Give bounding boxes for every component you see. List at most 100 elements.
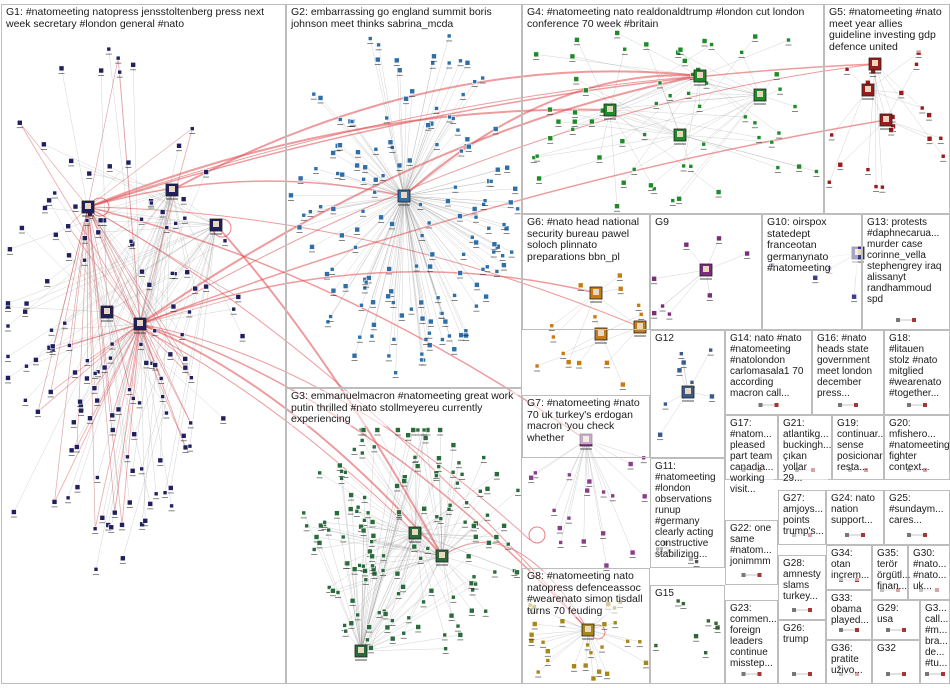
node <box>837 161 844 168</box>
edge <box>139 323 192 424</box>
node <box>642 132 647 137</box>
inter-group-edge <box>87 63 876 208</box>
node <box>22 308 28 315</box>
node <box>612 620 618 626</box>
node <box>46 197 52 204</box>
hub-node-face <box>637 323 643 329</box>
hub-node-face <box>412 529 418 535</box>
edge <box>533 134 681 158</box>
node <box>370 299 376 306</box>
group-panel-g17: G17: #natom... pleased part team canadia… <box>725 415 778 495</box>
node <box>421 427 427 433</box>
edge <box>531 629 589 635</box>
node <box>330 150 336 156</box>
node <box>459 472 465 477</box>
edge <box>106 218 185 313</box>
node <box>11 509 17 515</box>
node <box>560 351 566 356</box>
node <box>464 59 471 66</box>
node <box>844 66 850 72</box>
node <box>106 46 112 52</box>
node <box>629 549 636 556</box>
edge <box>341 195 405 236</box>
node <box>304 523 309 529</box>
group-label-g34: G34: otan increm... <box>831 548 870 581</box>
node <box>855 628 859 632</box>
edge <box>656 94 761 104</box>
node <box>316 540 323 546</box>
edge <box>441 542 489 557</box>
inter-group-edge <box>87 75 701 208</box>
node <box>434 514 440 520</box>
inter-group-edge <box>139 75 701 325</box>
node <box>457 270 463 276</box>
node <box>427 330 432 336</box>
node <box>912 318 916 322</box>
edge <box>352 600 362 652</box>
node <box>455 623 461 629</box>
node <box>442 632 448 638</box>
group-label-g18: G18: #litauen stolz #nato mitglied #wear… <box>889 333 946 399</box>
edge <box>189 224 217 447</box>
node <box>139 521 145 528</box>
node <box>826 179 832 185</box>
edge <box>414 456 417 534</box>
inter-group-edge <box>139 271 597 325</box>
node <box>861 533 865 537</box>
node <box>130 62 136 68</box>
node <box>701 141 706 147</box>
node <box>528 637 535 644</box>
node <box>589 118 595 125</box>
group-label-g5: G5: #natomeeting #nato meet year allies … <box>829 6 946 53</box>
node <box>515 488 521 493</box>
edge <box>403 195 475 210</box>
edge <box>885 119 930 139</box>
group-label-g31: G3... call... #m... bra... de... #tu... <box>925 603 949 669</box>
group-panel-g28: G28: amnesty slams turkey... <box>778 555 826 620</box>
node <box>571 663 577 670</box>
edge <box>87 206 113 416</box>
edge <box>609 49 625 111</box>
edge <box>678 94 761 199</box>
group-panel-g8: G8: #natomeeting nato natopress defencea… <box>522 568 650 684</box>
node <box>139 268 145 275</box>
node <box>888 127 895 133</box>
node <box>531 621 538 627</box>
group-label-g26: G26: trump <box>783 623 822 645</box>
node <box>667 311 672 317</box>
node <box>117 69 122 75</box>
edge <box>403 195 412 310</box>
group-label-g8: G8: #natomeeting nato natopress defencea… <box>527 570 646 617</box>
edge <box>132 189 173 244</box>
hub-node-face <box>855 249 861 255</box>
edge <box>360 523 476 652</box>
edge <box>679 134 817 172</box>
edge <box>699 75 796 107</box>
edge <box>414 521 466 534</box>
group-panel-g29: G29: usa <box>872 600 920 640</box>
node <box>131 431 138 438</box>
node <box>571 118 578 125</box>
node <box>409 88 416 95</box>
edge <box>290 195 405 197</box>
node <box>620 179 627 186</box>
edge <box>403 181 492 197</box>
node <box>182 356 189 362</box>
edge <box>403 195 431 322</box>
node <box>396 162 403 169</box>
node <box>619 138 626 144</box>
node <box>601 621 608 628</box>
node <box>125 159 132 166</box>
node <box>555 118 562 125</box>
edge <box>403 195 478 285</box>
node <box>535 669 541 675</box>
edge <box>87 58 119 208</box>
node <box>115 55 121 61</box>
node <box>235 294 242 300</box>
edge <box>94 323 141 389</box>
node <box>752 33 759 40</box>
node <box>337 142 343 148</box>
node <box>71 419 77 426</box>
node <box>651 186 657 192</box>
edge <box>874 63 883 188</box>
